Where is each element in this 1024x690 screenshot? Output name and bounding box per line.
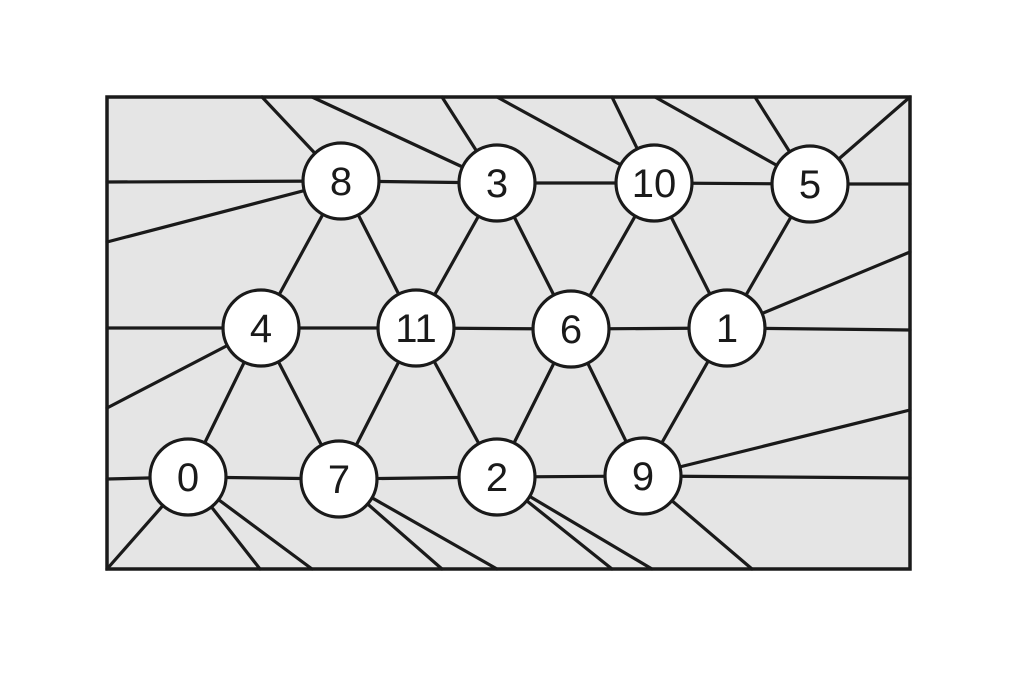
node-4: 4: [221, 288, 301, 368]
node-label: 1: [716, 307, 738, 351]
node-6: 6: [531, 289, 611, 369]
node-3: 3: [457, 143, 537, 223]
node-5: 5: [770, 144, 850, 224]
node-circle: [221, 288, 301, 368]
node-circle: [148, 437, 228, 517]
node-2: 2: [457, 437, 537, 517]
node-1: 1: [687, 288, 767, 368]
node-11: 11: [376, 288, 456, 368]
node-label: 8: [330, 160, 352, 204]
node-label: 9: [632, 455, 654, 499]
node-label: 10: [632, 162, 677, 206]
boundary-edge-9-23: [641, 408, 912, 478]
node-label: 4: [250, 307, 272, 351]
node-0: 0: [148, 437, 228, 517]
node-7: 7: [299, 439, 379, 519]
node-circle: [770, 144, 850, 224]
node-label: 0: [177, 456, 199, 500]
node-circle: [687, 288, 767, 368]
node-label: 11: [395, 307, 437, 351]
boundary-edge-8-2: [105, 179, 343, 244]
node-circle: [299, 439, 379, 519]
node-label: 6: [560, 308, 582, 352]
node-circle: [603, 436, 683, 516]
node-10: 10: [614, 143, 694, 223]
node-9: 9: [603, 436, 683, 516]
node-circle: [614, 143, 694, 223]
node-circle: [457, 143, 537, 223]
node-label: 5: [799, 163, 821, 207]
node-circle: [531, 289, 611, 369]
node-label: 2: [486, 456, 508, 500]
node-circle: [457, 437, 537, 517]
boundary-edge-9-24: [641, 474, 912, 480]
node-label: 7: [328, 458, 350, 502]
node-8: 8: [301, 141, 381, 221]
node-circle: [376, 288, 456, 368]
node-label: 3: [486, 162, 508, 206]
node-circle: [301, 141, 381, 221]
